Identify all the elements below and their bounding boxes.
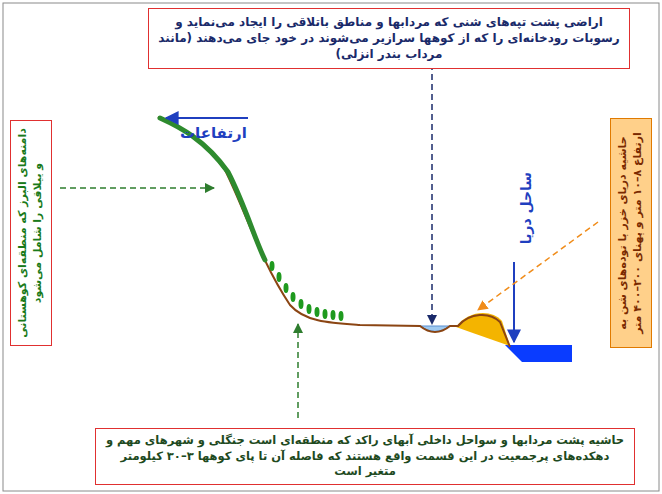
heights-arrow: [166, 117, 248, 119]
note-box: حاشیه پشت مردابها و سواحل داخلی آبهای را…: [95, 428, 635, 485]
ground-profile: [158, 117, 510, 347]
shore-label: ساحل دریا: [518, 172, 534, 244]
note-text: دامنه‌های البرز که منطقه‌ای کوهستانی و ی…: [16, 127, 46, 339]
leader-line: [431, 64, 433, 324]
vertical-note-box: دامنه‌های البرز که منطقه‌ای کوهستانی و ی…: [10, 120, 52, 346]
note-text: اراضی پشت تپه‌های شنی که مردابها و مناطق…: [157, 14, 621, 63]
shore-arrow: [513, 262, 515, 342]
sea: [505, 345, 572, 362]
heights-label: ارتفاعات: [180, 124, 247, 142]
mountain-vegetation: [160, 118, 265, 260]
leader-line: [297, 324, 299, 418]
note-text: حاشیه دریای خزر با توده‌های شن به ارتفاع…: [616, 125, 646, 341]
sand-dune: [456, 313, 510, 346]
leader-line: [60, 187, 214, 189]
forest-trees: [270, 261, 344, 321]
frame: [3, 3, 659, 491]
leader-line: [478, 222, 598, 310]
vertical-note-box: حاشیه دریای خزر با توده‌های شن به ارتفاع…: [610, 118, 652, 348]
note-text: حاشیه پشت مردابها و سواحل داخلی آبهای را…: [104, 433, 626, 480]
note-box: اراضی پشت تپه‌های شنی که مردابها و مناطق…: [148, 8, 630, 69]
